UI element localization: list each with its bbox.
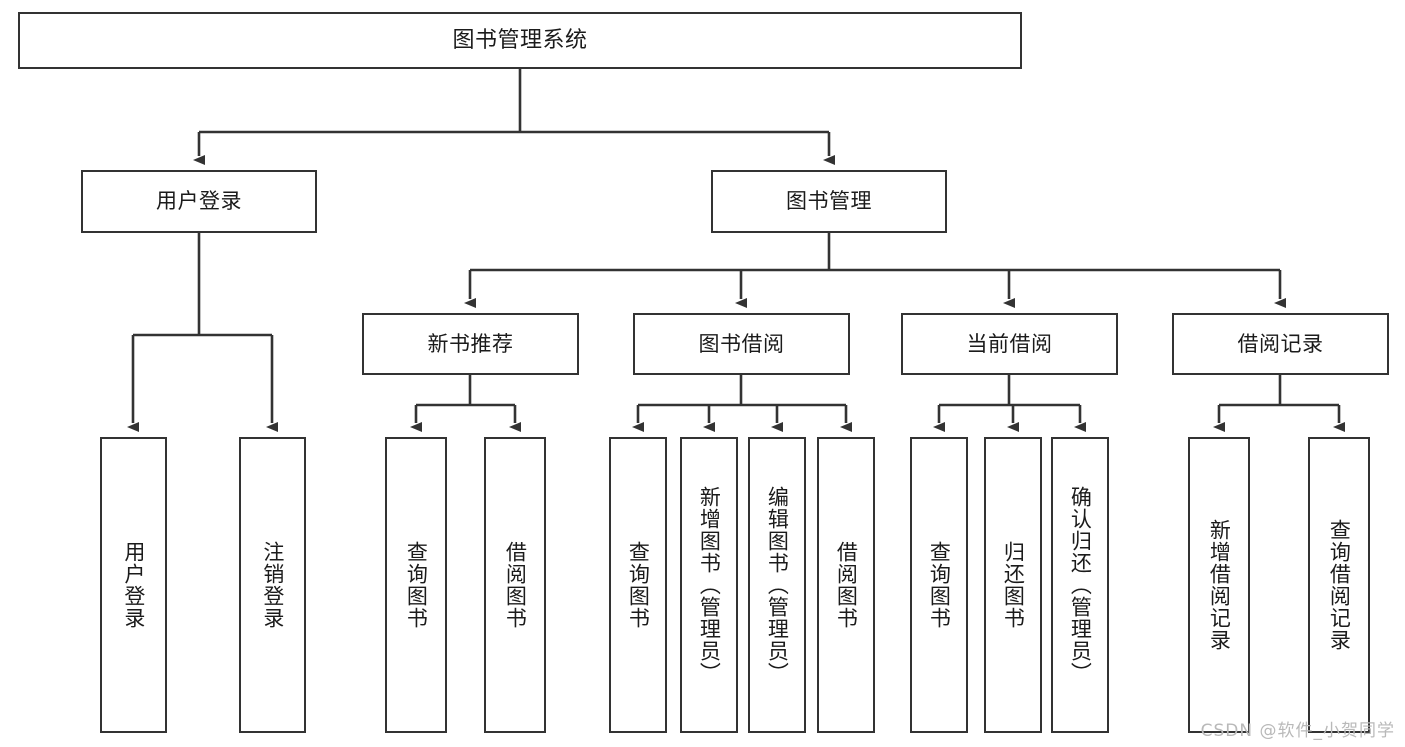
node-root[interactable]: 图书管理系统 <box>18 12 1022 69</box>
leaf-current-borrow-3[interactable]: 确认归还（管理员） <box>1051 437 1109 733</box>
node-user-login[interactable]: 用户登录 <box>81 170 317 233</box>
node-borrow-record[interactable]: 借阅记录 <box>1172 313 1389 375</box>
leaf-book-borrow-4[interactable]: 借阅图书 <box>817 437 875 733</box>
node-book-management-label: 图书管理 <box>786 189 872 214</box>
node-book-borrow[interactable]: 图书借阅 <box>633 313 850 375</box>
leaf-book-borrow-1-label: 查询图书 <box>626 541 651 629</box>
leaf-new-book-recommend-1[interactable]: 查询图书 <box>385 437 447 733</box>
leaf-borrow-record-1[interactable]: 新增借阅记录 <box>1188 437 1250 733</box>
leaf-book-borrow-4-label: 借阅图书 <box>834 541 859 629</box>
leaf-book-borrow-2-label: 新增图书（管理员） <box>697 486 722 684</box>
leaf-current-borrow-3-label: 确认归还（管理员） <box>1068 486 1093 684</box>
node-current-borrow[interactable]: 当前借阅 <box>901 313 1118 375</box>
leaf-current-borrow-1[interactable]: 查询图书 <box>910 437 968 733</box>
leaf-borrow-record-1-label: 新增借阅记录 <box>1207 519 1232 651</box>
csdn-watermark: CSDN @软件_小贺同学 <box>1200 721 1395 741</box>
node-user-login-label: 用户登录 <box>156 189 242 214</box>
node-book-management[interactable]: 图书管理 <box>711 170 947 233</box>
leaf-new-book-recommend-2-label: 借阅图书 <box>503 541 528 629</box>
leaf-new-book-recommend-2[interactable]: 借阅图书 <box>484 437 546 733</box>
node-borrow-record-label: 借阅记录 <box>1237 331 1324 356</box>
node-current-borrow-label: 当前借阅 <box>966 331 1053 356</box>
leaf-book-borrow-1[interactable]: 查询图书 <box>609 437 667 733</box>
node-new-book-recommend-label: 新书推荐 <box>427 331 514 356</box>
leaf-book-borrow-2[interactable]: 新增图书（管理员） <box>680 437 738 733</box>
node-root-label: 图书管理系统 <box>452 27 588 53</box>
node-book-borrow-label: 图书借阅 <box>698 331 785 356</box>
leaf-current-borrow-2[interactable]: 归还图书 <box>984 437 1042 733</box>
leaf-current-borrow-1-label: 查询图书 <box>927 541 952 629</box>
leaf-user-login-2[interactable]: 注销登录 <box>239 437 306 733</box>
leaf-user-login-1-label: 用户登录 <box>121 541 146 629</box>
leaf-book-borrow-3-label: 编辑图书（管理员） <box>765 486 790 684</box>
leaf-user-login-2-label: 注销登录 <box>260 541 285 629</box>
leaf-user-login-1[interactable]: 用户登录 <box>100 437 167 733</box>
leaf-borrow-record-2[interactable]: 查询借阅记录 <box>1308 437 1370 733</box>
leaf-current-borrow-2-label: 归还图书 <box>1001 541 1026 629</box>
leaf-borrow-record-2-label: 查询借阅记录 <box>1327 519 1352 651</box>
node-new-book-recommend[interactable]: 新书推荐 <box>362 313 579 375</box>
leaf-book-borrow-3[interactable]: 编辑图书（管理员） <box>748 437 806 733</box>
leaf-new-book-recommend-1-label: 查询图书 <box>404 541 429 629</box>
